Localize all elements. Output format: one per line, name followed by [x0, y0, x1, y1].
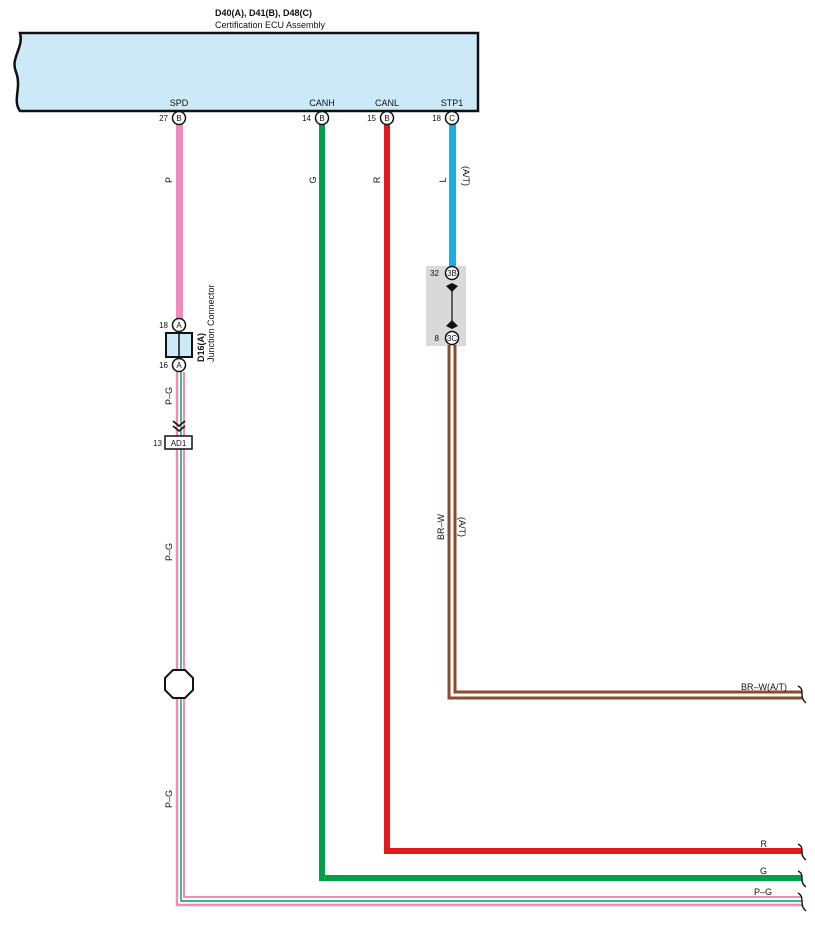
ecu-assembly: D40(A), D41(B), D48(C) Certification ECU…: [13, 8, 480, 113]
output-label-brw: BR–W(A/T): [741, 682, 787, 692]
wire-label-canl: R: [372, 176, 382, 183]
terminal-name-spd: SPD: [170, 98, 189, 108]
wire-label-stp1: L: [438, 177, 448, 182]
terminal-name-canh: CANH: [309, 98, 335, 108]
ecu-title: D40(A), D41(B), D48(C): [215, 8, 312, 18]
terminal-canl-pin: 15: [367, 114, 376, 123]
inline-connector-code: AD1: [171, 439, 187, 448]
inline-connector-pin: 13: [153, 439, 162, 448]
junction-name: Junction Connector: [206, 284, 216, 362]
terminal-stp1-pin: 18: [432, 114, 441, 123]
wire-pg: P–G P–G P–G: [164, 372, 802, 907]
terminal-canl-connector: B: [384, 114, 389, 123]
wire-label-canh: G: [308, 176, 318, 183]
junction-bottom-pin: 16: [159, 361, 168, 370]
wire-label-brw: BR–W: [436, 514, 446, 541]
terminal-canh: B 14: [302, 110, 330, 126]
wire-brw: BR–W (A/T): [436, 345, 802, 700]
inline-connector-ad1: AD1 13: [153, 420, 193, 450]
terminal-spd: B 27: [159, 110, 187, 126]
relay-top-code: 3B: [447, 269, 457, 278]
terminal-spd-connector: B: [176, 114, 181, 123]
terminal-spd-pin: 27: [159, 114, 168, 123]
terminal-canh-pin: 14: [302, 114, 311, 123]
wire-canl: R: [372, 124, 802, 854]
output-labels: BR–W(A/T) R G P–G: [741, 682, 787, 897]
junction-top-letter: A: [176, 321, 182, 330]
wire-note-brw: (A/T): [457, 517, 467, 537]
junction-top-pin: 18: [159, 321, 168, 330]
relay-bottom-code: 3C: [447, 334, 457, 343]
relay-top-pin: 32: [430, 269, 439, 278]
terminal-canh-connector: B: [319, 114, 324, 123]
wire-canh: G: [308, 124, 802, 881]
wire-label-spd: P: [164, 177, 174, 183]
splice-octagon: [164, 669, 194, 699]
terminal-name-canl: CANL: [375, 98, 399, 108]
terminal-stp1: C 18: [432, 110, 460, 126]
ecu-subtitle: Certification ECU Assembly: [215, 20, 326, 30]
output-label-g: G: [760, 866, 767, 876]
wire-label-pg-middle: P–G: [164, 543, 174, 561]
wire-end-breaks: [797, 685, 807, 912]
wire-label-pg-top: P–G: [164, 387, 174, 405]
wire-note-stp1: (A/T): [461, 166, 471, 186]
wire-stp1: L (A/T): [438, 124, 471, 267]
relay-connector: 3B 32 3C 8: [426, 265, 466, 346]
terminal-name-stp1: STP1: [441, 98, 464, 108]
relay-bottom-pin: 8: [435, 334, 440, 343]
terminal-canl: B 15: [367, 110, 395, 126]
output-label-pg: P–G: [754, 887, 772, 897]
junction-connector: A 18 A 16 D16(A) Junction Connector: [159, 284, 216, 373]
wire-label-pg-lower: P–G: [164, 790, 174, 808]
terminal-stp1-connector: C: [449, 114, 455, 123]
junction-bottom-letter: A: [176, 361, 182, 370]
wire-spd: P: [164, 124, 183, 319]
output-label-r: R: [761, 839, 768, 849]
junction-code: D16(A): [196, 333, 206, 362]
